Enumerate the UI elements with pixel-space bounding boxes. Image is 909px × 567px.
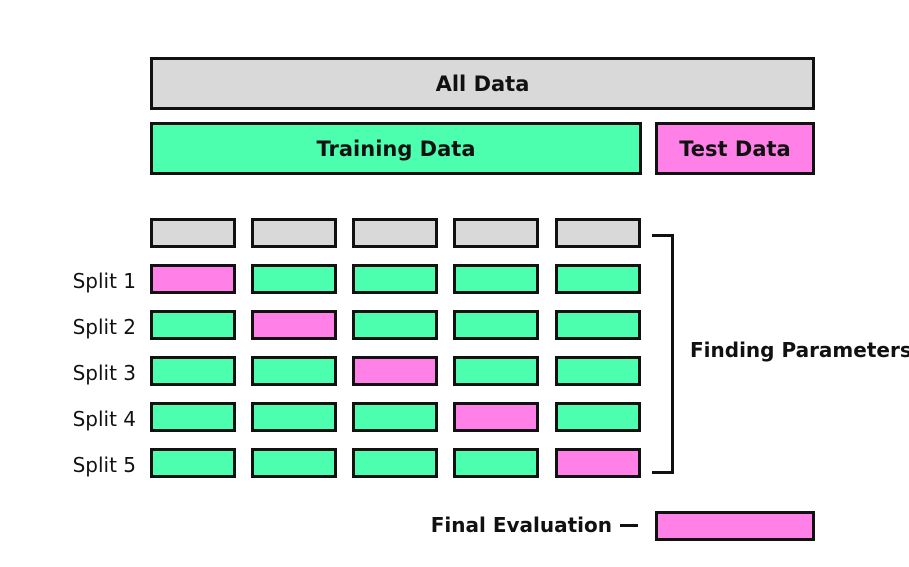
validation-fold-cell bbox=[352, 356, 438, 386]
test-data-label: Test Data bbox=[679, 136, 791, 161]
split-label-1: Split 1 bbox=[72, 269, 136, 293]
final-evaluation-label: Final Evaluation bbox=[430, 513, 612, 537]
training-fold-cell bbox=[453, 310, 539, 340]
training-fold-cell bbox=[352, 448, 438, 478]
all-data-bar: All Data bbox=[150, 57, 815, 110]
training-fold-cell bbox=[453, 264, 539, 294]
training-fold-cell bbox=[453, 448, 539, 478]
training-fold-cell bbox=[555, 264, 641, 294]
training-fold-cell bbox=[150, 448, 236, 478]
training-fold-cell bbox=[150, 402, 236, 432]
validation-fold-cell bbox=[555, 448, 641, 478]
training-fold-cell bbox=[251, 356, 337, 386]
final-evaluation-bar bbox=[655, 511, 815, 541]
split-label-2: Split 2 bbox=[72, 315, 136, 339]
fold-header-cell bbox=[251, 218, 337, 248]
test-data-bar: Test Data bbox=[655, 122, 815, 175]
all-data-label: All Data bbox=[435, 71, 530, 96]
fold-header-cell bbox=[150, 218, 236, 248]
training-fold-cell bbox=[150, 356, 236, 386]
training-fold-cell bbox=[555, 402, 641, 432]
training-fold-cell bbox=[352, 310, 438, 340]
validation-fold-cell bbox=[453, 402, 539, 432]
training-data-label: Training Data bbox=[316, 136, 476, 161]
validation-fold-cell bbox=[251, 310, 337, 340]
final-evaluation-dash bbox=[620, 524, 638, 527]
fold-header-cell bbox=[555, 218, 641, 248]
fold-header-cell bbox=[352, 218, 438, 248]
training-fold-cell bbox=[150, 310, 236, 340]
training-fold-cell bbox=[453, 356, 539, 386]
training-fold-cell bbox=[352, 402, 438, 432]
split-label-3: Split 3 bbox=[72, 361, 136, 385]
validation-fold-cell bbox=[150, 264, 236, 294]
finding-parameters-label: Finding Parameters bbox=[690, 338, 909, 362]
fold-header-cell bbox=[453, 218, 539, 248]
training-fold-cell bbox=[555, 310, 641, 340]
training-fold-cell bbox=[251, 448, 337, 478]
training-data-bar: Training Data bbox=[150, 122, 642, 175]
split-label-4: Split 4 bbox=[72, 407, 136, 431]
training-fold-cell bbox=[251, 402, 337, 432]
split-label-5: Split 5 bbox=[72, 453, 136, 477]
parameters-bracket bbox=[652, 234, 674, 474]
training-fold-cell bbox=[352, 264, 438, 294]
training-fold-cell bbox=[555, 356, 641, 386]
training-fold-cell bbox=[251, 264, 337, 294]
